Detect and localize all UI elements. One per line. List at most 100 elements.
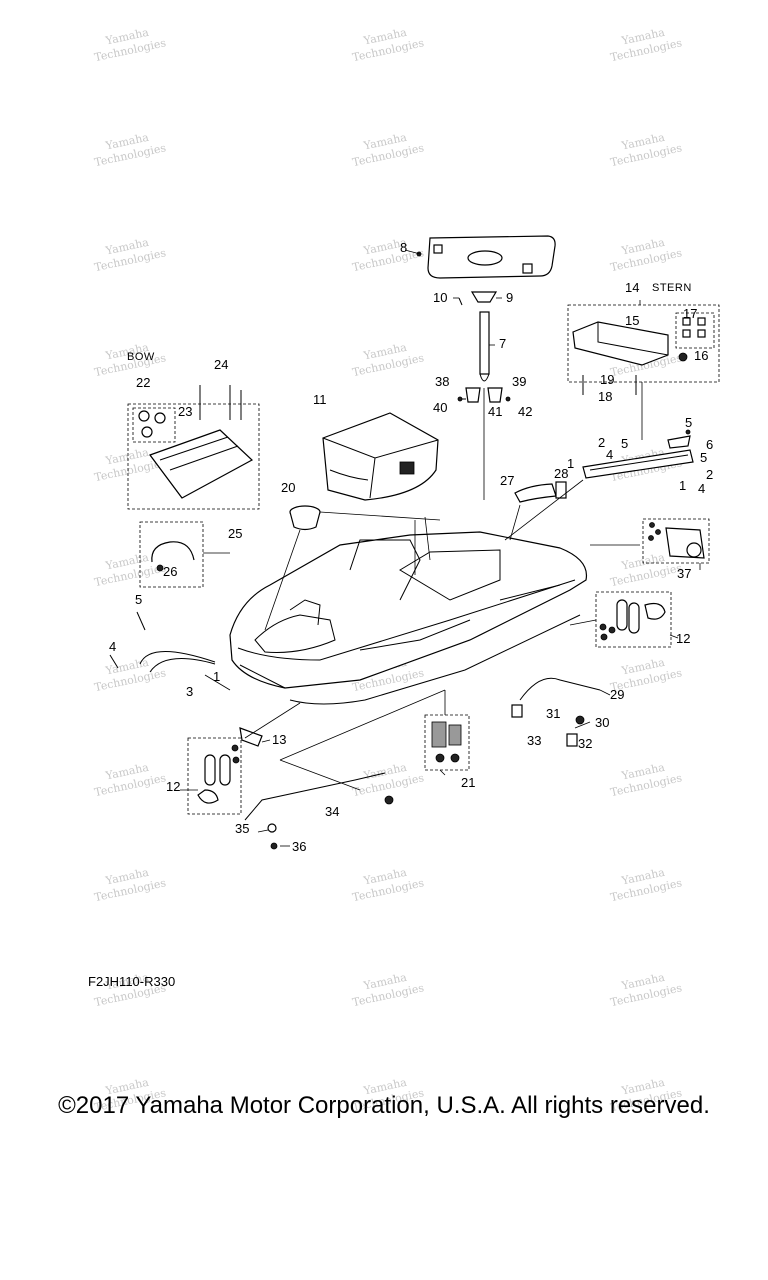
callout-3: 3 (186, 684, 193, 699)
callout-2: 2 (598, 435, 605, 450)
cleat-kit-box (424, 714, 470, 771)
callout-15: 15 (625, 313, 639, 328)
cleat-part (431, 721, 462, 763)
callout-38: 38 (435, 374, 449, 389)
tow-rail-part (244, 772, 394, 850)
callout-31: 31 (546, 706, 560, 721)
callout-13: 13 (272, 732, 286, 747)
callout-11: 11 (313, 392, 327, 407)
callout-28: 28 (554, 466, 568, 481)
holder-cup-part (458, 291, 498, 306)
callout-29: 29 (610, 687, 624, 702)
callout-5-2: 5 (621, 436, 628, 451)
callout-19: 19 (600, 372, 614, 387)
callout-9: 9 (506, 290, 513, 305)
boat-hull (229, 531, 588, 705)
callout-33: 33 (527, 733, 541, 748)
callout-24: 24 (214, 357, 228, 372)
callout-14: 14 (625, 280, 639, 295)
callout-2-2: 2 (706, 467, 713, 482)
callout-4: 4 (606, 447, 613, 462)
callout-26: 26 (163, 564, 177, 579)
callout-4-3: 4 (109, 639, 116, 654)
stern-step-part (572, 312, 715, 395)
callout-30: 30 (595, 715, 609, 730)
tow-eye-left (197, 727, 263, 804)
tow-eye-box-right (595, 591, 672, 648)
callout-10: 10 (433, 290, 447, 305)
callout-8: 8 (400, 240, 407, 255)
callout-12-2: 12 (166, 779, 180, 794)
stern-kit-box (567, 304, 720, 383)
callout-7: 7 (499, 336, 506, 351)
callout-22: 22 (136, 375, 150, 390)
cooler-part (322, 412, 439, 501)
callout-layer: 1112234445555678910111212131415161718192… (109, 240, 713, 854)
bow-ladder-part (132, 385, 254, 499)
panel-part (648, 522, 705, 559)
diagram-code: F2JH110-R330 (88, 974, 175, 989)
callout-37: 37 (677, 566, 691, 581)
callout-42: 42 (518, 404, 532, 419)
callout-1-2: 1 (213, 669, 220, 684)
copyright-notice: ©2017 Yamaha Motor Corporation, U.S.A. A… (58, 1092, 710, 1119)
callout-12: 12 (676, 631, 690, 646)
side-hose-right (511, 677, 601, 747)
callout-4-2: 4 (698, 481, 705, 496)
callout-5-3: 5 (700, 450, 707, 465)
callout-20: 20 (281, 480, 295, 495)
stern-rail-parts (582, 429, 694, 479)
bow-kit-box (127, 403, 260, 510)
bracket-parts (457, 387, 511, 403)
stern-label: STERN (652, 282, 692, 294)
callout-41: 41 (488, 404, 502, 419)
callout-32: 32 (578, 736, 592, 751)
cup-holder-part (289, 505, 321, 531)
side-strip-left (109, 611, 216, 673)
callout-16: 16 (694, 348, 708, 363)
tow-eye-right (599, 599, 666, 641)
callout-17: 17 (683, 306, 697, 321)
callout-23: 23 (178, 404, 192, 419)
callout-1-3: 1 (679, 478, 686, 493)
callout-6: 6 (706, 437, 713, 452)
leader-lines (180, 249, 701, 847)
tow-eye-box-left (187, 737, 242, 815)
grab-handle-part (514, 481, 567, 503)
callout-5: 5 (685, 415, 692, 430)
callout-5-4: 5 (135, 592, 142, 607)
pole-part (479, 311, 490, 500)
bow-label: BOW (127, 351, 155, 363)
seat-cushion-part (416, 235, 556, 279)
callout-25: 25 (228, 526, 242, 541)
panel-kit-box (642, 518, 710, 564)
callout-18: 18 (598, 389, 612, 404)
callout-40: 40 (433, 400, 447, 415)
callout-1: 1 (567, 456, 574, 471)
hose-part (151, 541, 195, 572)
hose-kit-box (139, 521, 204, 588)
callout-27: 27 (500, 473, 514, 488)
callout-35: 35 (235, 821, 249, 836)
callout-36: 36 (292, 839, 306, 854)
callout-34: 34 (325, 804, 339, 819)
